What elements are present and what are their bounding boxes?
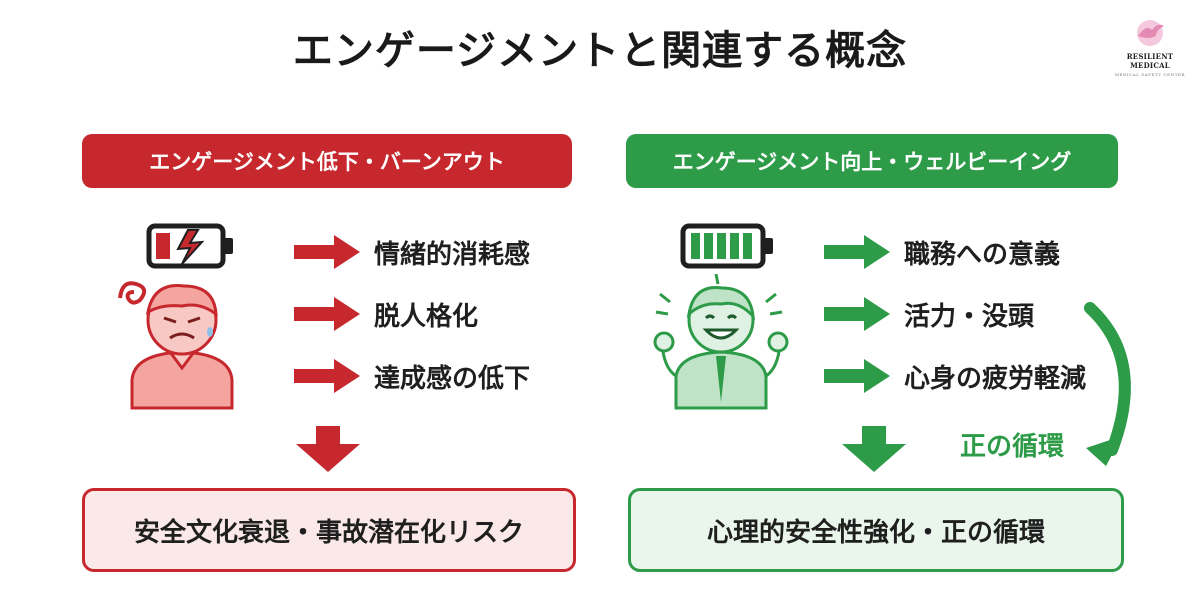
energetic-person-icon <box>653 273 789 410</box>
right-arrow-icon <box>294 359 360 393</box>
right-arrow-icon <box>824 359 890 393</box>
left-item-3-label: 達成感の低下 <box>374 363 531 394</box>
wellbeing-header: エンゲージメント向上・ウェルビーイング <box>626 134 1118 188</box>
right-item-3: 心身の疲労軽減 <box>824 356 1086 396</box>
cycle-curved-arrow-icon <box>1084 302 1131 466</box>
brand-logo: RESILIENT MEDICAL MEDICAL SAFETY CENTER <box>1108 18 1192 77</box>
logo-label: RESILIENT MEDICAL <box>1126 52 1174 70</box>
right-arrow-icon <box>824 297 890 331</box>
wellbeing-result-box: 心理的安全性強化・正の循環 <box>628 488 1124 572</box>
burnout-result-box: 安全文化衰退・事故潜在化リスク <box>82 488 576 572</box>
low-battery-icon <box>146 223 233 269</box>
left-item-2: 脱人格化 <box>294 294 478 334</box>
positive-cycle-label: 正の循環 <box>960 432 1065 462</box>
right-item-2-label: 活力・没頭 <box>904 301 1035 332</box>
page-title: エンゲージメントと関連する概念 <box>292 28 908 74</box>
bird-logo-icon <box>1137 20 1164 46</box>
wellbeing-result-label: 心理的安全性強化・正の循環 <box>706 517 1045 548</box>
down-arrow-icon <box>296 426 360 472</box>
full-battery-icon <box>680 223 773 269</box>
right-item-3-label: 心身の疲労軽減 <box>904 363 1087 394</box>
left-item-1: 情緒的消耗感 <box>294 232 530 272</box>
burnout-header: エンゲージメント低下・バーンアウト <box>82 134 572 188</box>
burnout-result-label: 安全文化衰退・事故潜在化リスク <box>133 517 524 548</box>
logo-subtitle: MEDICAL SAFETY CENTER <box>1114 72 1186 77</box>
right-arrow-icon <box>294 297 360 331</box>
right-item-1: 職務への意義 <box>824 232 1060 272</box>
right-item-1-label: 職務への意義 <box>904 239 1061 270</box>
right-item-2: 活力・没頭 <box>824 294 1034 334</box>
tired-person-icon <box>118 281 234 410</box>
left-item-2-label: 脱人格化 <box>374 301 479 332</box>
left-item-1-label: 情緒的消耗感 <box>374 239 531 270</box>
right-arrow-icon <box>824 235 890 269</box>
left-item-3: 達成感の低下 <box>294 356 530 396</box>
right-arrow-icon <box>294 235 360 269</box>
down-arrow-icon <box>842 426 906 472</box>
